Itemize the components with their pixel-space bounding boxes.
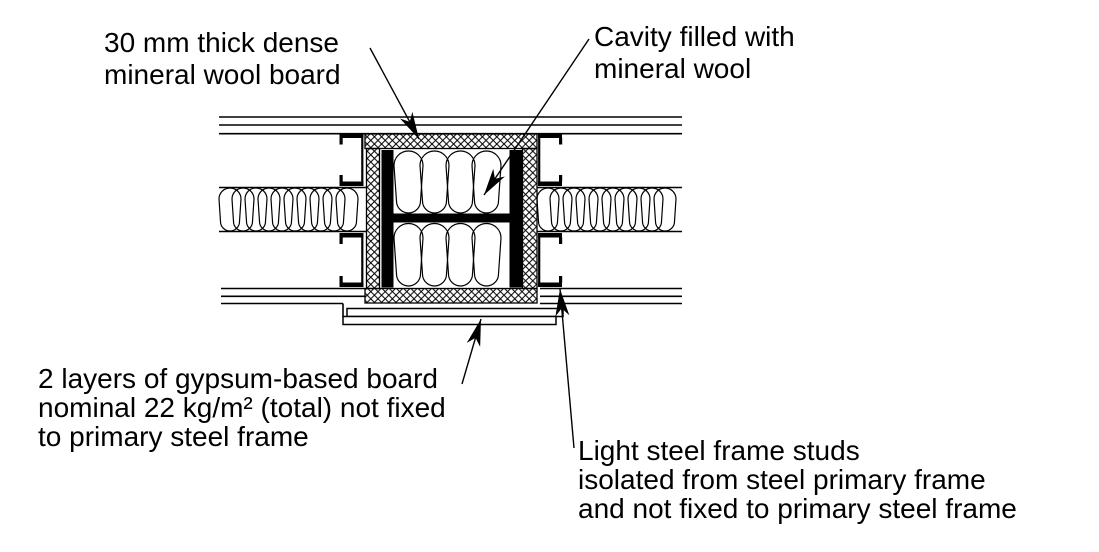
leader-cavity [483, 38, 590, 196]
label-line: 2 layers of gypsum-based board [38, 363, 438, 394]
gypsum-boards [342, 307, 564, 326]
primary-steel-beam [381, 150, 522, 288]
label-line: to primary steel frame [38, 421, 309, 452]
label-line: nominal 22 kg/m² (total) not fixed [38, 392, 446, 423]
label-cavity-fill: Cavity filled with mineral wool [594, 21, 795, 85]
top-cladding-lines [219, 116, 682, 135]
label-gypsum-boards: 2 layers of gypsum-based board nominal 2… [38, 364, 446, 451]
label-line: mineral wool [594, 53, 752, 84]
stud-lower-right [538, 233, 563, 287]
cavity-wool-lower [393, 222, 502, 287]
mineral-wool-band-left [218, 187, 359, 232]
leader-lines [369, 38, 590, 449]
gypsum-board-layer-2 [342, 315, 557, 326]
mineral-wool-band-right [536, 187, 677, 232]
label-line: Cavity filled with [594, 21, 795, 52]
label-steel-studs: Light steel frame studs isolated from st… [578, 436, 1017, 523]
label-line: isolated from steel primary frame [578, 464, 986, 495]
label-mineral-wool-board: 30 mm thick dense mineral wool board [104, 27, 341, 91]
mineral-wool-board-casing [364, 133, 538, 304]
label-line: mineral wool board [104, 59, 341, 90]
label-line: and not fixed to primary steel frame [578, 493, 1017, 524]
gypsum-board-layer-1 [346, 307, 564, 318]
stud-upper-left [339, 133, 364, 186]
cavity-wool-upper [393, 150, 502, 214]
leader-gypsum [461, 318, 482, 385]
leader-studs [555, 288, 575, 449]
label-line: 30 mm thick dense [104, 27, 339, 58]
bottom-cladding-lines-left [221, 287, 365, 317]
label-line: Light steel frame studs [578, 435, 860, 466]
stud-upper-right [538, 133, 563, 186]
stud-lower-left [339, 233, 364, 287]
steel-web [381, 213, 522, 223]
leader-mineral-board [369, 47, 420, 140]
